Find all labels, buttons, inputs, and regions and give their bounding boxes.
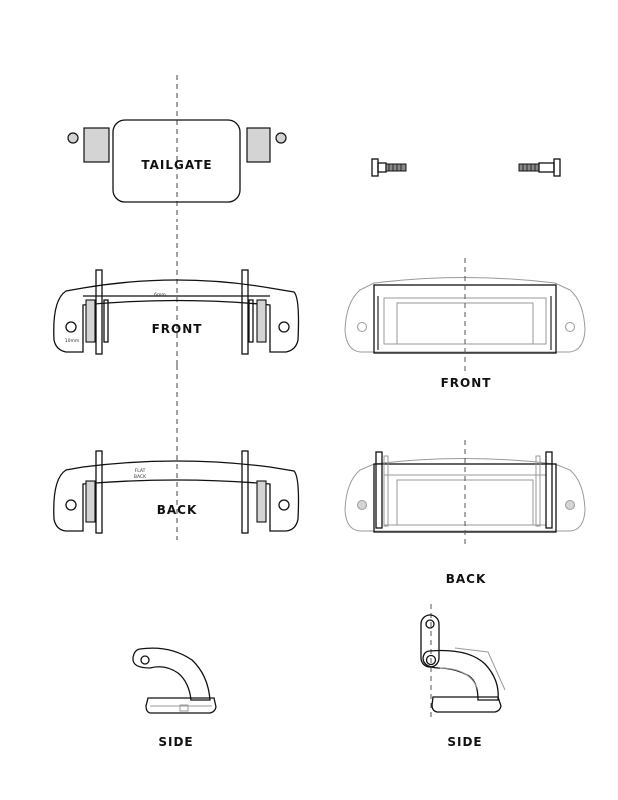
front-view-right: FRONT — [344, 258, 586, 390]
back-left-plate — [95, 450, 103, 534]
back-left-slot — [85, 480, 96, 523]
front-right-hole — [278, 321, 290, 333]
front-right-plate — [241, 269, 249, 355]
back-right-slot — [256, 480, 267, 523]
side-right-base — [431, 696, 502, 713]
right-pin-circle — [275, 132, 287, 144]
side-left-base — [145, 697, 217, 714]
side-view-left: SIDE — [132, 647, 217, 749]
side-right-hook — [422, 649, 499, 701]
front-left-hole — [65, 321, 77, 333]
back-right-label: BACK — [446, 572, 487, 586]
front-left-slot — [85, 299, 96, 343]
tailgate-top-view: TAILGATE — [67, 75, 287, 222]
flat-back-note-line1: FLAT — [135, 468, 146, 474]
tailgate-label: TAILGATE — [141, 158, 212, 172]
back-right-body-outline — [344, 458, 586, 532]
back-right-plate — [241, 450, 249, 534]
front-body-outline — [53, 279, 300, 353]
front-right-label: FRONT — [441, 376, 492, 390]
front-left-plate — [95, 269, 103, 355]
back-left-label: BACK — [157, 503, 198, 517]
side-view-right: SIDE — [420, 604, 506, 749]
front-right-body-outline — [344, 277, 586, 353]
back-left-hole — [65, 499, 77, 511]
shoulder-bolt-left — [371, 158, 407, 177]
shoulder-bolt-right — [518, 158, 561, 177]
front-left-label: FRONT — [152, 322, 203, 336]
left-pin-circle — [67, 132, 79, 144]
thickness-10mm-note: 10mm — [65, 338, 80, 344]
back-view-right: BACK — [344, 440, 586, 586]
right-hinge-block — [246, 127, 271, 163]
side-left-label: SIDE — [158, 735, 193, 749]
side-right-label: SIDE — [447, 735, 482, 749]
front-view-left: 6mm 10mm FRONT — [53, 225, 300, 365]
flat-back-note-line2: BACK — [134, 474, 147, 480]
tailgate-panel — [112, 119, 241, 203]
back-body-outline — [53, 460, 300, 532]
back-right-hole — [278, 499, 290, 511]
front-right-slot — [256, 299, 267, 343]
left-hinge-block — [83, 127, 110, 163]
back-view-left: FLAT BACK BACK — [53, 365, 300, 540]
side-left-hook — [132, 647, 211, 701]
thickness-6mm-note: 6mm — [154, 292, 166, 298]
